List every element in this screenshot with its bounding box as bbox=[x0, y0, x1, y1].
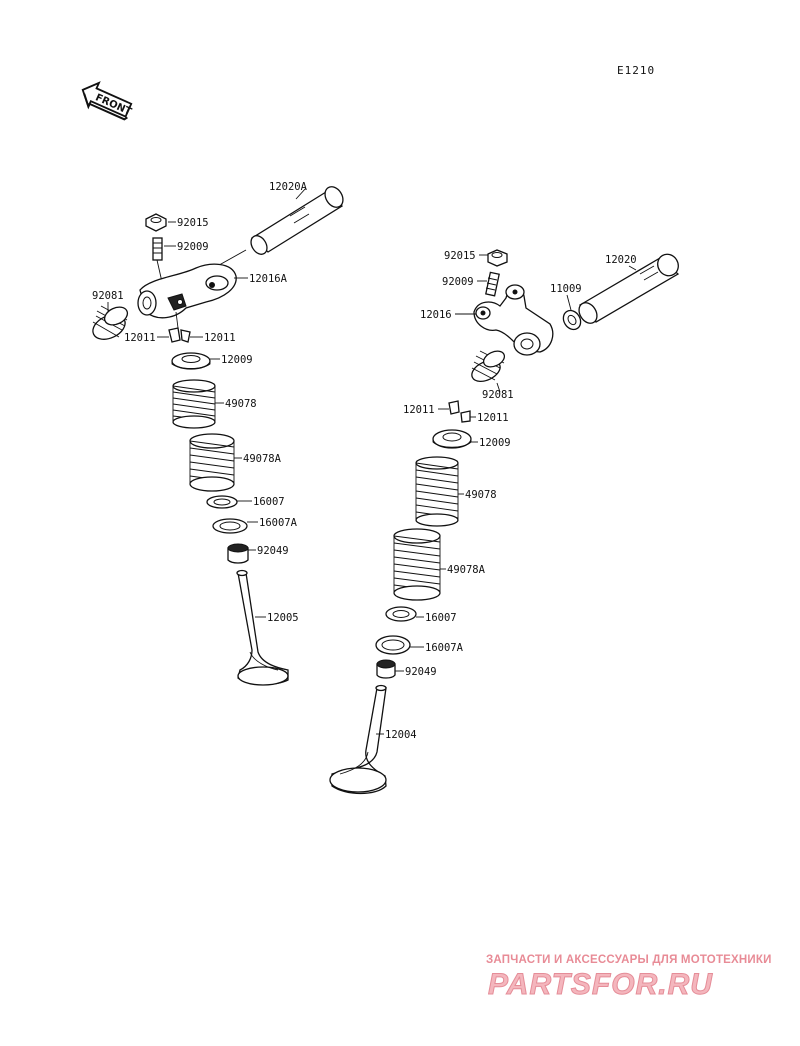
label-12009-left: 12009 bbox=[221, 354, 253, 366]
label-12005: 12005 bbox=[267, 612, 299, 624]
valve-spring-outer-left bbox=[172, 379, 216, 429]
label-12016: 12016 bbox=[420, 309, 452, 321]
valve-stem-seal-left bbox=[227, 543, 249, 564]
valve-spring-outer-right bbox=[415, 456, 459, 527]
label-11009: 11009 bbox=[550, 283, 582, 295]
label-12011-right-a: 12011 bbox=[403, 404, 435, 416]
label-12020A: 12020A bbox=[269, 181, 308, 193]
adjusting-screw-left bbox=[152, 237, 163, 283]
label-49078A-left: 49078A bbox=[243, 453, 282, 465]
rocker-spring-right bbox=[471, 350, 506, 382]
valve-cotters-right bbox=[448, 400, 471, 423]
label-49078-left: 49078 bbox=[225, 398, 257, 410]
label-92049-right: 92049 bbox=[405, 666, 437, 678]
valve-cotters-left bbox=[168, 311, 191, 343]
left-valve-assembly bbox=[92, 186, 344, 686]
label-16007A-left: 16007A bbox=[259, 517, 298, 529]
label-92009-right: 92009 bbox=[442, 276, 474, 288]
watermark-tagline: ЗАПЧАСТИ И АКСЕССУАРЫ ДЛЯ МОТОТЕХНИКИ bbox=[486, 954, 772, 966]
rocker-shaft-right bbox=[578, 253, 680, 324]
label-49078-right: 49078 bbox=[465, 489, 497, 501]
exhaust-valve-left bbox=[236, 569, 289, 686]
rocker-shaft-left bbox=[250, 186, 344, 255]
right-valve-assembly bbox=[329, 249, 680, 795]
rocker-arm-left bbox=[137, 263, 237, 319]
front-arrow-icon: FRONT bbox=[81, 81, 133, 121]
label-12016A: 12016A bbox=[249, 273, 288, 285]
spring-retainer-left bbox=[171, 352, 211, 370]
label-92049-left: 92049 bbox=[257, 545, 289, 557]
diagram-code: E1210 bbox=[617, 64, 655, 77]
washer-right bbox=[562, 309, 582, 331]
rocker-spring-left bbox=[92, 305, 129, 340]
label-16007-left: 16007 bbox=[253, 496, 285, 508]
label-12009-right: 12009 bbox=[479, 437, 511, 449]
label-16007-right: 16007 bbox=[425, 612, 457, 624]
valve-spring-inner-left bbox=[189, 433, 235, 492]
label-12011-left-a: 12011 bbox=[124, 332, 156, 344]
watermark: ЗАПЧАСТИ И АКСЕССУАРЫ ДЛЯ МОТОТЕХНИКИ PA… bbox=[486, 954, 772, 1002]
label-12011-right-b: 12011 bbox=[477, 412, 509, 424]
left-labels: 92015 92009 12020A 12016A 92081 12011 12… bbox=[92, 181, 308, 624]
label-92015-right: 92015 bbox=[444, 250, 476, 262]
label-12020: 12020 bbox=[605, 254, 637, 266]
label-92081-right: 92081 bbox=[482, 389, 514, 401]
label-12004: 12004 bbox=[385, 729, 417, 741]
label-16007A-right: 16007A bbox=[425, 642, 464, 654]
label-12011-left-b: 12011 bbox=[204, 332, 236, 344]
intake-valve-right bbox=[329, 684, 387, 795]
label-92015-left: 92015 bbox=[177, 217, 209, 229]
nut-right bbox=[487, 249, 508, 267]
rocker-arm-right bbox=[473, 284, 554, 356]
label-49078A-right: 49078A bbox=[447, 564, 486, 576]
right-labels: 92015 12020 92009 11009 12016 92081 1201… bbox=[376, 250, 637, 741]
adjusting-screw-right bbox=[485, 271, 500, 297]
valve-spring-inner-right bbox=[393, 528, 441, 601]
nut-left bbox=[145, 213, 167, 232]
watermark-logo: PARTSFOR.RU bbox=[488, 968, 713, 1001]
label-92009-left: 92009 bbox=[177, 241, 209, 253]
spring-retainer-right bbox=[432, 429, 472, 449]
label-92081-left: 92081 bbox=[92, 290, 124, 302]
valve-stem-seal-right bbox=[376, 659, 396, 679]
